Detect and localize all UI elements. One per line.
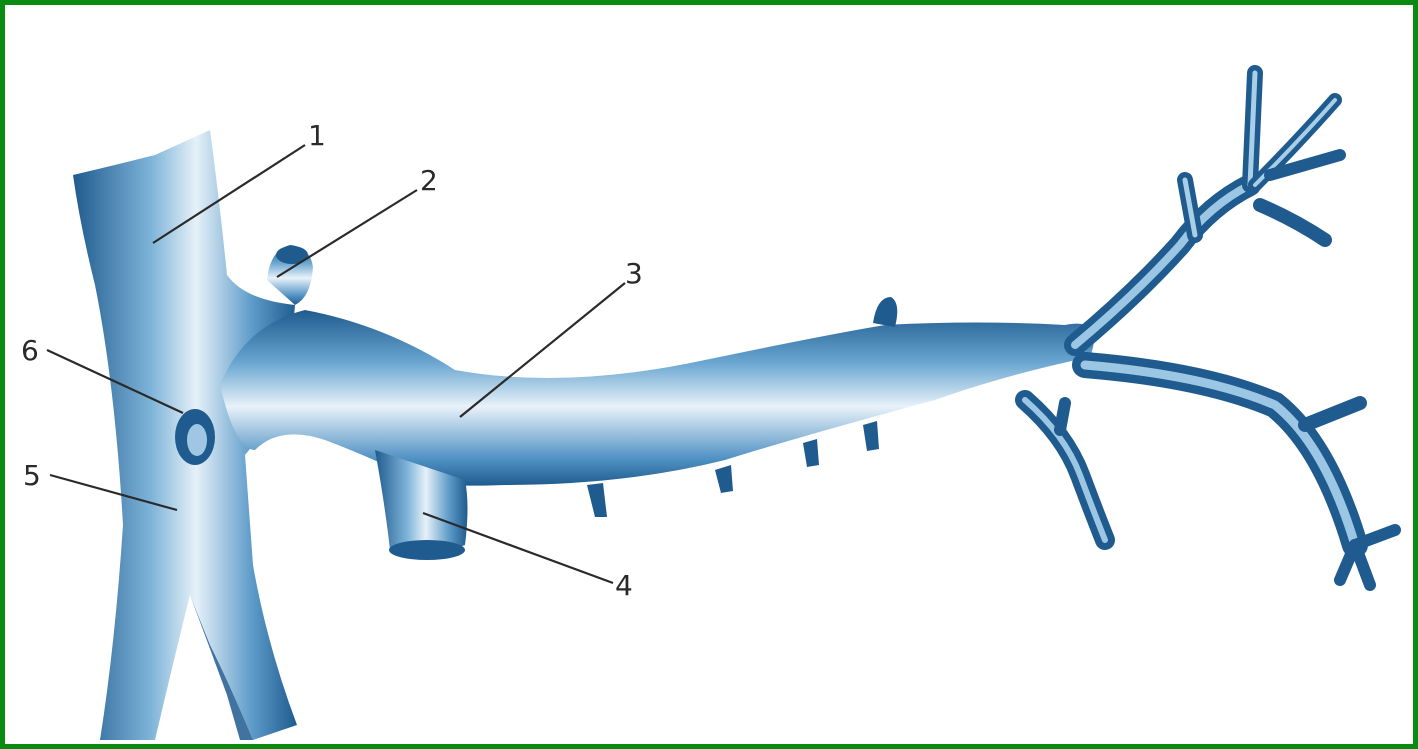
upper-stub-vessel [267,245,313,305]
callout-3-label: 3 [625,257,643,290]
horizontal-vessel [220,310,1094,486]
callout-4-label: 4 [615,569,633,602]
callout-1-label: 1 [308,119,326,152]
right-branches [1025,73,1395,585]
callout-6-label: 6 [21,334,39,367]
vessel-opening [175,409,215,465]
callout-5-label: 5 [23,459,41,492]
callout-2-label: 2 [420,164,438,197]
vessel-diagram: 1 2 3 4 5 6 [5,5,1418,749]
